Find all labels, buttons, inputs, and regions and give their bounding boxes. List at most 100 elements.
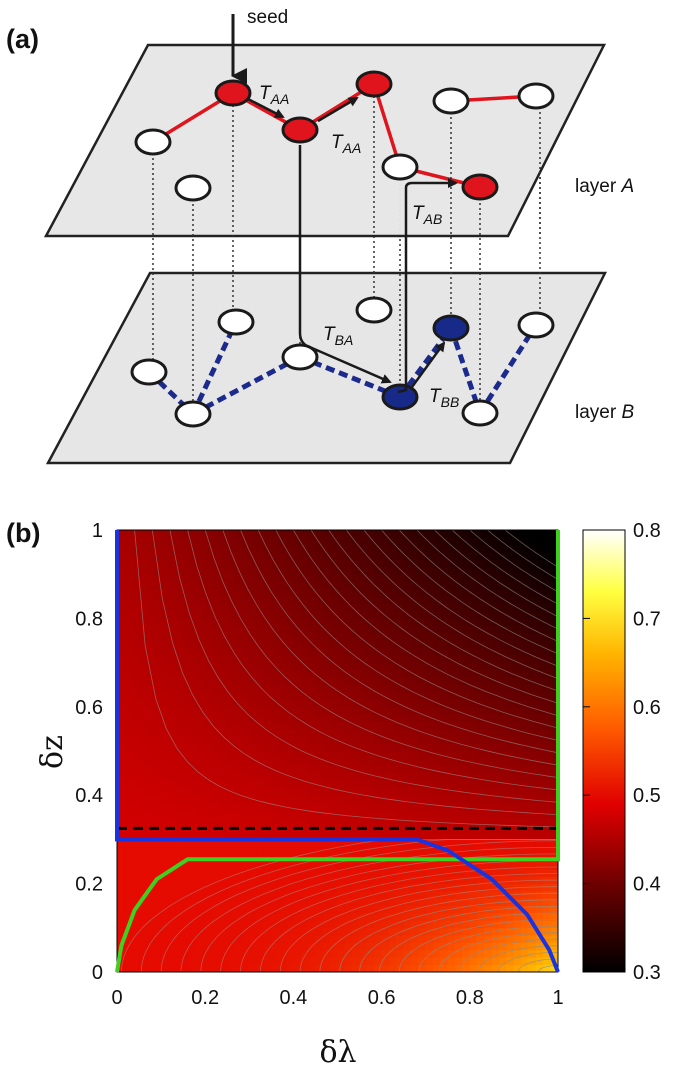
heatmap-cell — [175, 934, 184, 943]
heatmap-cell — [168, 956, 177, 965]
heatmap-cell — [337, 817, 346, 825]
heatmap-cell — [506, 625, 515, 634]
heatmap-cell — [432, 949, 441, 958]
heatmap-cell — [344, 581, 353, 590]
heatmap-cell — [197, 765, 206, 774]
heatmap-cell — [168, 699, 177, 708]
heatmap-cell — [440, 669, 449, 678]
heatmap-cell — [418, 875, 426, 884]
heatmap-cell — [241, 588, 250, 597]
heatmap-cell — [322, 640, 331, 649]
heatmap-cell — [484, 817, 493, 825]
heatmap-cell — [351, 610, 360, 619]
contour-line — [121, 839, 558, 972]
heatmap-cell — [550, 780, 558, 789]
heatmap-cell — [278, 927, 287, 936]
heatmap-cell — [190, 780, 199, 789]
heatmap-cell — [307, 596, 316, 604]
heatmap-cell — [454, 883, 463, 892]
heatmap-cell — [263, 684, 272, 693]
heatmap-cell — [322, 765, 331, 774]
heatmap-cell — [160, 713, 169, 722]
heatmap-cell — [256, 809, 265, 818]
heatmap-cell — [168, 831, 177, 840]
heatmap-cell — [329, 846, 338, 855]
contour-line — [275, 530, 558, 729]
heatmap-cell — [168, 949, 177, 958]
heatmap-cell — [425, 551, 434, 560]
heatmap-cell — [219, 956, 228, 965]
heatmap-cell — [388, 809, 397, 818]
heatmap-cell — [550, 699, 558, 708]
heatmap-cell — [138, 632, 147, 641]
heatmap-cell — [373, 662, 382, 671]
heatmap-cell — [271, 898, 279, 906]
heatmap-cell — [153, 566, 162, 575]
heatmap-cell — [344, 743, 353, 752]
heatmap-cell — [285, 728, 294, 737]
heatmap-cell — [241, 927, 250, 936]
label-taa-1: TAA — [259, 83, 289, 107]
heatmap-cell — [498, 780, 507, 789]
heatmap-cell — [513, 551, 522, 560]
heatmap-cell — [476, 632, 485, 641]
heatmap-cell — [344, 728, 353, 737]
heatmap-cell — [182, 765, 191, 774]
heatmap-cell — [440, 905, 449, 914]
heatmap-cell — [256, 875, 265, 884]
heatmap-cell — [543, 787, 551, 796]
heatmap-cell — [520, 839, 529, 848]
heatmap-cell — [117, 743, 125, 752]
heatmap-cell — [528, 912, 537, 921]
heatmap-cell — [300, 817, 309, 825]
heatmap-cell — [359, 735, 368, 744]
heatmap-cell — [234, 846, 243, 855]
node-a8 — [461, 173, 499, 201]
heatmap-cell — [234, 662, 243, 671]
heatmap-cell — [476, 964, 485, 972]
heatmap-cell — [278, 868, 287, 877]
heatmap-cell — [396, 654, 404, 663]
heatmap-cell — [197, 699, 206, 708]
heatmap-cell — [447, 743, 456, 752]
heatmap-cell — [462, 713, 471, 722]
heatmap-cell — [315, 817, 324, 825]
heatmap-cell — [454, 934, 463, 943]
arrow-tbb — [410, 341, 446, 388]
heatmap-cell — [359, 780, 368, 789]
heatmap-cell — [535, 787, 544, 796]
heatmap-cell — [160, 691, 169, 700]
heatmap-cell — [418, 618, 426, 627]
heatmap-cell — [219, 691, 228, 700]
heatmap-cell — [513, 706, 522, 715]
node-b2 — [174, 400, 212, 428]
heatmap-cell — [241, 662, 250, 671]
heatmap-cell — [469, 912, 478, 921]
heatmap-cell — [146, 625, 155, 634]
heatmap-cell — [204, 573, 213, 582]
heatmap-cell — [256, 839, 265, 848]
heatmap-cell — [381, 596, 390, 604]
heatmap-cell — [271, 544, 279, 553]
heatmap-cell — [359, 934, 368, 943]
heatmap-cell — [410, 632, 419, 641]
heatmap-cell — [484, 934, 493, 943]
heatmap-cell — [190, 809, 199, 818]
heatmap-cell — [278, 581, 287, 590]
heatmap-cell — [168, 654, 177, 663]
heatmap-cell — [197, 861, 206, 870]
heatmap-cell — [344, 787, 353, 796]
heatmap-cell — [425, 647, 434, 656]
heatmap-cell — [366, 927, 375, 936]
heatmap-cell — [182, 861, 191, 870]
heatmap-cell — [307, 890, 316, 899]
heatmap-cell — [212, 573, 221, 582]
heatmap-cell — [278, 780, 287, 789]
heatmap-cell — [329, 618, 338, 627]
heatmap-cell — [543, 530, 551, 538]
heatmap-cell — [528, 839, 537, 848]
heatmap-cell — [418, 530, 426, 538]
heatmap-cell — [550, 787, 558, 796]
heatmap-cell — [212, 706, 221, 715]
